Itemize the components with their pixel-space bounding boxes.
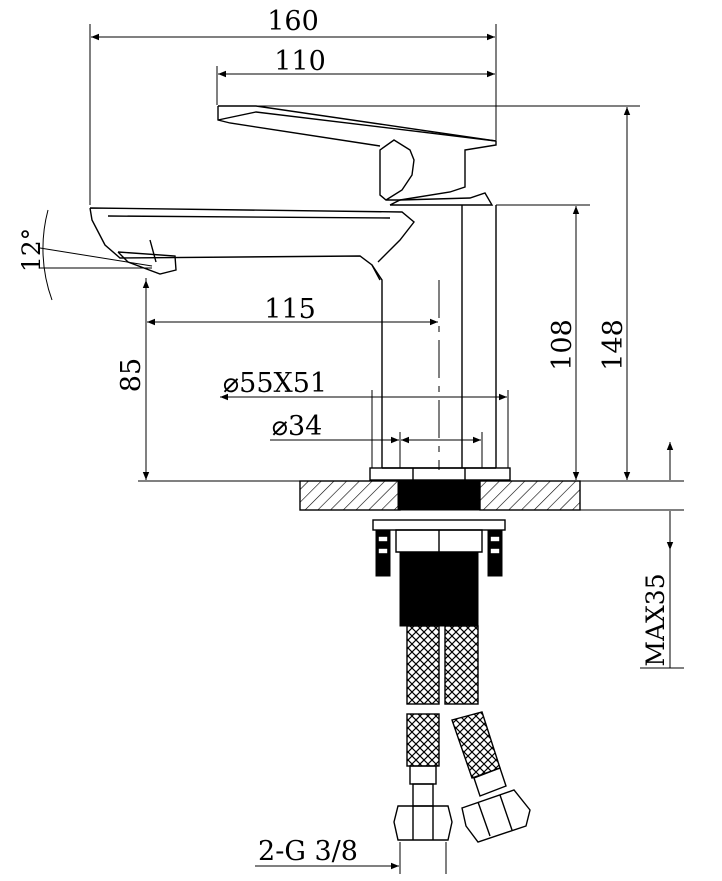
dim-spout-angle: 12°	[17, 228, 46, 272]
hose-right-lower	[451, 711, 501, 779]
dimension-labels: 160 110 115 ⌀55X51 ⌀34 85 108 148 12° MA…	[17, 6, 670, 867]
handle-lever	[217, 105, 497, 201]
dimension-lines	[39, 24, 684, 874]
dim-spout-height: 85	[116, 358, 147, 392]
base-plate	[369, 467, 511, 481]
dim-base-size: ⌀55X51	[223, 368, 327, 399]
threaded-shank	[399, 551, 479, 627]
dim-spout-reach: 115	[264, 294, 316, 325]
hoses	[393, 625, 531, 843]
hex-nut-left	[393, 805, 453, 841]
mounting-shank	[397, 480, 481, 511]
faucet-outline	[89, 105, 497, 470]
main-body	[371, 205, 497, 469]
aerator	[117, 239, 177, 275]
dim-max-deck: MAX35	[641, 573, 670, 666]
hex-nut-right	[461, 789, 531, 843]
deck-section	[138, 467, 684, 627]
hose-left-upper	[406, 625, 440, 705]
dim-handle-length: 110	[274, 46, 326, 77]
stud-left	[375, 529, 391, 577]
stud-right	[487, 529, 503, 577]
deck-hatch-right	[479, 480, 581, 511]
dim-connection-thread: 2-G 3/8	[258, 836, 358, 867]
spout	[89, 207, 415, 281]
cartridge-cap	[389, 192, 494, 206]
deck-hatch-left	[299, 480, 401, 511]
hose-left-lower	[406, 713, 440, 767]
hose-right-upper	[444, 625, 479, 705]
dim-body-diameter: ⌀34	[272, 411, 323, 442]
dim-overall-length: 160	[267, 6, 319, 37]
dim-total-height: 148	[598, 319, 629, 371]
dim-body-height: 108	[547, 319, 578, 371]
lock-washer	[372, 519, 506, 531]
lock-nut	[395, 529, 483, 553]
